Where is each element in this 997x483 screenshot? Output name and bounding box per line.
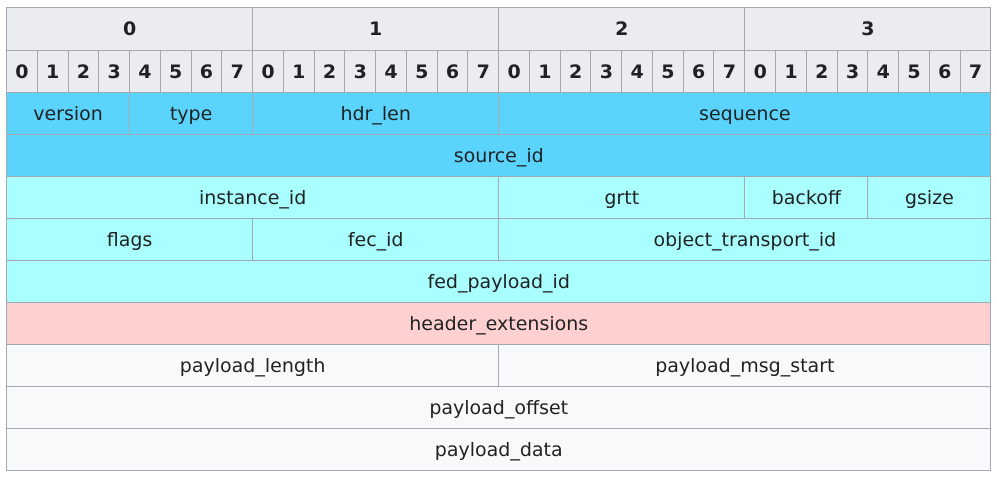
bit-label: 3 xyxy=(344,50,377,93)
bit-label: 1 xyxy=(282,50,315,93)
field-version: version xyxy=(6,92,130,135)
field-instance-id: instance_id xyxy=(5,176,500,219)
field-fec-id: fec_id xyxy=(252,218,500,261)
field-sequence: sequence xyxy=(498,92,992,135)
bit-label: 1 xyxy=(528,50,561,93)
bit-label: 2 xyxy=(805,50,838,93)
bit-label: 7 xyxy=(713,50,746,93)
bit-label: 1 xyxy=(775,50,807,93)
field-payload-msg-start: payload_msg_start xyxy=(498,344,992,387)
bit-label: 0 xyxy=(498,50,530,93)
field-grtt: grtt xyxy=(498,176,746,219)
field-payload-offset: payload_offset xyxy=(5,386,992,429)
bit-label: 6 xyxy=(436,50,469,93)
bit-label: 1 xyxy=(36,50,69,93)
field-hdr-len: hdr_len xyxy=(252,92,500,135)
field-gsize: gsize xyxy=(867,176,992,219)
field-fed-payload-id: fed_payload_id xyxy=(5,260,992,303)
field-source-id: source_id xyxy=(5,134,992,177)
field-payload-data: payload_data xyxy=(5,428,992,471)
bit-label: 6 xyxy=(928,50,961,93)
bit-label: 5 xyxy=(898,50,930,93)
bit-label: 2 xyxy=(67,50,100,93)
bit-label: 2 xyxy=(559,50,592,93)
bit-label: 4 xyxy=(867,50,900,93)
bit-label: 4 xyxy=(621,50,653,93)
field-row: payload_offset xyxy=(5,386,992,429)
field-row: fed_payload_id xyxy=(5,260,992,303)
bit-label: 0 xyxy=(744,50,777,93)
bit-label: 5 xyxy=(159,50,192,93)
field-flags: flags xyxy=(5,218,254,261)
byte-label: 1 xyxy=(252,7,500,51)
field-row: payload_data xyxy=(5,428,992,471)
bit-label: 5 xyxy=(651,50,684,93)
byte-label: 3 xyxy=(744,7,992,51)
field-backoff: backoff xyxy=(744,176,869,219)
bit-label: 7 xyxy=(221,50,254,93)
field-type: type xyxy=(128,92,254,135)
byte-label: 0 xyxy=(5,7,254,51)
bit-label: 0 xyxy=(252,50,284,93)
field-row: source_id xyxy=(5,134,992,177)
bit-label: 6 xyxy=(190,50,223,93)
byte-header-row: 0 1 2 3 xyxy=(5,7,992,51)
bit-label: 3 xyxy=(590,50,623,93)
bit-label: 7 xyxy=(467,50,500,93)
field-object-transport-id: object_transport_id xyxy=(498,218,992,261)
byte-label: 2 xyxy=(498,7,746,51)
bit-label: 3 xyxy=(836,50,869,93)
field-header-extensions: header_extensions xyxy=(5,302,992,345)
bit-label: 0 xyxy=(6,50,38,93)
bit-label: 2 xyxy=(313,50,346,93)
field-row: header_extensions xyxy=(5,302,992,345)
bit-label: 7 xyxy=(959,50,992,93)
field-payload-length: payload_length xyxy=(5,344,500,387)
bit-label: 3 xyxy=(98,50,130,93)
bit-label: 4 xyxy=(375,50,407,93)
bit-label: 5 xyxy=(405,50,438,93)
bit-label: 6 xyxy=(682,50,715,93)
bit-label: 4 xyxy=(129,50,161,93)
